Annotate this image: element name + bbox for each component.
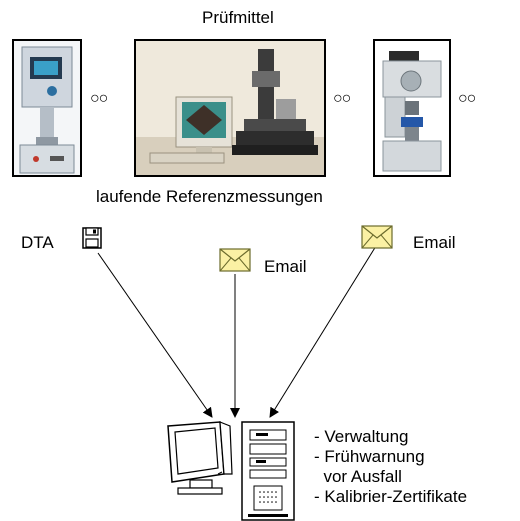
- photo-testing-device-left: [12, 39, 82, 177]
- computer-workstation-icon: [167, 421, 295, 521]
- photo-testing-device-right: [373, 39, 451, 177]
- diagram-caption: laufende Referenzmessungen: [96, 187, 323, 206]
- arrow-right-to-computer: [269, 245, 377, 418]
- hardness-tester-image-2: [375, 41, 449, 175]
- diagram-title: Prüfmittel: [202, 8, 274, 27]
- feature-item: - Frühwarnung: [314, 447, 425, 466]
- feature-item: - Verwaltung: [314, 427, 409, 446]
- feature-item: vor Ausfall: [314, 467, 402, 486]
- floppy-disk-icon: [82, 227, 102, 249]
- link-label-left: DTA: [21, 233, 54, 252]
- hardness-tester-image: [14, 41, 80, 175]
- feature-list: - Verwaltung - Frühwarnung vor Ausfall -…: [314, 427, 467, 507]
- link-label-right: Email: [413, 233, 456, 252]
- connector-rings-3: ○○: [458, 90, 476, 107]
- photo-measuring-station: [134, 39, 326, 177]
- feature-item: - Kalibrier-Zertifikate: [314, 487, 468, 506]
- envelope-icon: [219, 248, 251, 272]
- connector-rings-1: ○○: [90, 90, 108, 107]
- envelope-icon: [361, 225, 393, 249]
- arrow-left-to-computer: [97, 252, 213, 418]
- connector-rings-2: ○○: [333, 90, 351, 107]
- measuring-station-image: [136, 41, 324, 175]
- link-label-middle: Email: [264, 257, 307, 276]
